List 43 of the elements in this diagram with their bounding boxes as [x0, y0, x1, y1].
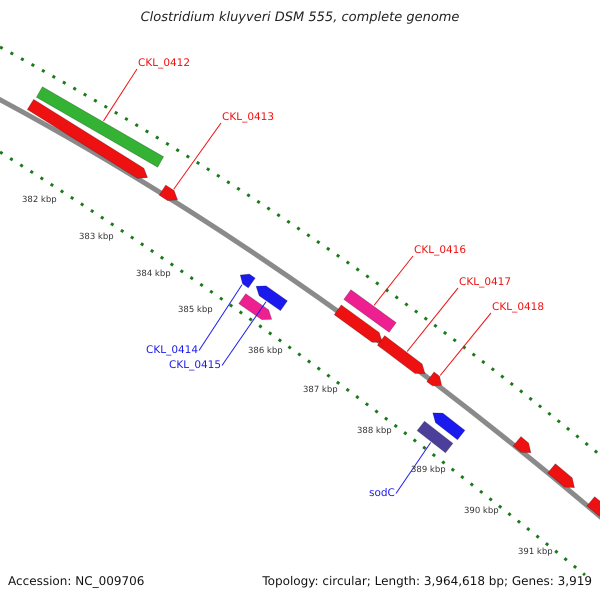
gene-label: CKL_0412: [138, 58, 190, 68]
gene-segment: [36, 86, 164, 168]
gene-segment: [416, 420, 454, 454]
gene-segment: [158, 184, 178, 201]
gene-segment: [512, 436, 532, 454]
position-label: 385 kbp: [178, 306, 213, 314]
leader-line: [103, 68, 138, 122]
position-label: 382 kbp: [22, 196, 57, 204]
gene-label: sodC: [369, 488, 395, 498]
gene-label: CKL_0417: [459, 277, 512, 288]
position-label: 387 kbp: [303, 386, 338, 394]
footer-text: Accession: NC_009706: [8, 575, 144, 587]
position-label: 383 kbp: [79, 233, 114, 242]
gene-segment: [238, 293, 272, 320]
gene-segment: [26, 98, 148, 179]
gene-segment: [426, 371, 442, 386]
leader-line: [406, 288, 458, 352]
gene-label: CKL_0415: [169, 360, 222, 370]
gene-label: CKL_0414: [146, 345, 198, 356]
gene-label: CKL_0416: [414, 245, 466, 256]
leader-line: [396, 442, 432, 494]
gene-label: CKL_0413: [222, 112, 274, 122]
leader-line: [440, 312, 492, 376]
gene-segment: [547, 463, 575, 488]
footer-text: Topology: circular; Length: 3,964,618 bp; Genes: 3,919: [262, 575, 592, 587]
position-label: 389 kbp: [411, 466, 446, 474]
gene-segment: [334, 304, 383, 343]
leader-line: [374, 256, 414, 306]
gene-segment: [376, 335, 426, 374]
position-label: 391 kbp: [518, 548, 553, 556]
position-label: 388 kbp: [357, 427, 392, 436]
title: Clostridium kluyveri DSM 555, complete genome: [140, 11, 460, 24]
position-label: 390 kbp: [464, 507, 499, 516]
gene-segment: [586, 496, 600, 518]
leader-line: [198, 284, 242, 351]
gene-segment: [343, 289, 397, 333]
gene-segment: [256, 286, 288, 312]
position-label: 384 kbp: [136, 270, 171, 278]
position-label: 386 kbp: [248, 347, 283, 356]
leader-line: [173, 122, 222, 190]
gene-label: CKL_0418: [492, 302, 544, 312]
gene-segment: [240, 274, 256, 288]
gene-segment: [432, 412, 466, 440]
